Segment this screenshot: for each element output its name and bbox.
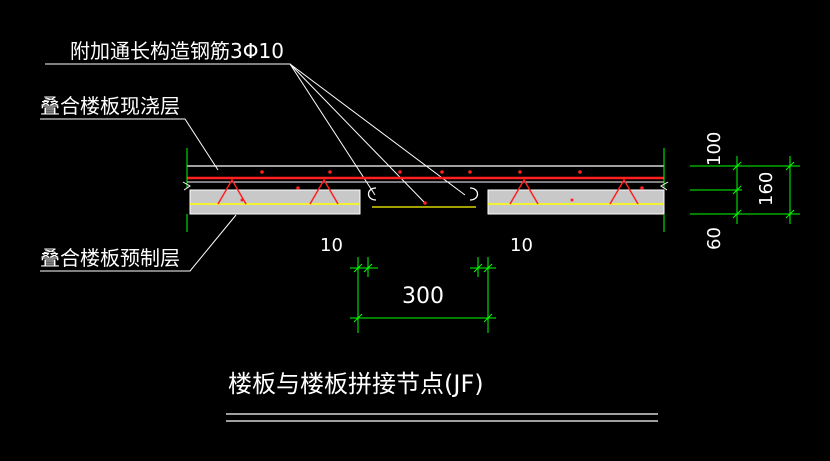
leader-rebar-2 (289, 63, 426, 204)
dim-span-300: 300 (402, 284, 444, 309)
precast-slab-left (189, 189, 361, 215)
dim-gap-left: 10 (320, 235, 343, 256)
dim-gap-right: 10 (510, 235, 533, 256)
joint-hook-bars (367, 187, 479, 208)
precast-slab-right (487, 189, 665, 215)
leader-precast-layer (40, 214, 237, 272)
drawing-title: 楼板与楼板拼接节点(JF) (228, 370, 484, 398)
leader-cast-layer (40, 118, 219, 171)
dim-vertical-lines (690, 156, 800, 224)
leader-lines (40, 63, 466, 272)
dim-top-layer-100: 100 (704, 132, 725, 166)
lattice-trusses (217, 178, 639, 205)
label-cast-layer: 叠合楼板现浇层 (40, 94, 180, 118)
cast-slab (186, 148, 665, 188)
dim-bottom-layer-60: 60 (704, 227, 725, 250)
label-precast-layer: 叠合楼板预制层 (40, 246, 180, 270)
rebar-dots (240, 170, 644, 205)
dim-total-160: 160 (756, 172, 777, 206)
break-marks (182, 181, 669, 232)
leader-rebar-3 (289, 63, 466, 196)
label-added-rebar: 附加通长构造钢筋3Φ10 (70, 39, 284, 63)
dim-span-lines (350, 257, 496, 333)
